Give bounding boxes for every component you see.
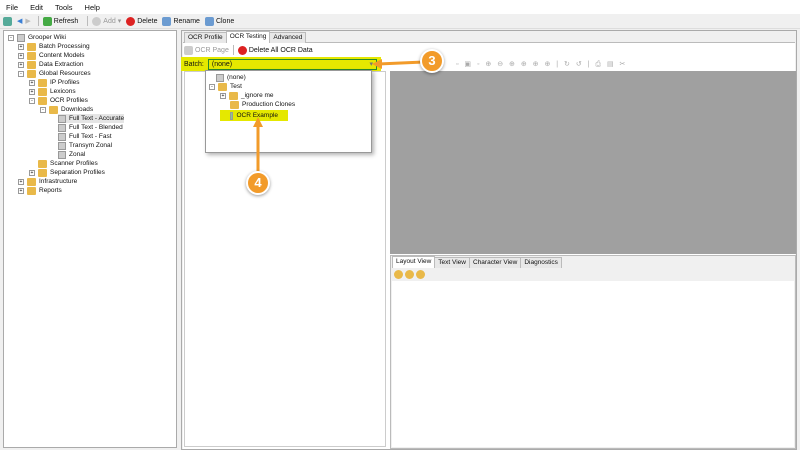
tree-root[interactable]: -Grooper Wiki [8,33,66,42]
dropdown-option-production-clones[interactable]: Production Clones [230,100,295,109]
home-icon[interactable] [3,16,12,26]
back-icon[interactable]: ◀ [17,18,23,25]
tree-item[interactable]: Full Text - Blended [58,123,123,132]
tree-item[interactable]: Scanner Profiles [38,159,98,168]
page-icon [184,45,193,55]
tree-item[interactable]: +IP Profiles [29,78,80,87]
delete-all-ocr-button[interactable]: Delete All OCR Data [237,45,313,55]
view-tab-strip: Layout View Text View Character View Dia… [392,256,562,268]
tree-item[interactable]: +Batch Processing [18,42,90,51]
folder-icon [38,159,47,168]
tab-diagnostics[interactable]: Diagnostics [520,257,562,268]
folder-icon [27,69,36,78]
clone-button[interactable]: Clone [204,16,234,26]
delete-icon [237,45,247,55]
folder-icon [27,51,36,60]
tab-strip: OCR Profile OCR Testing Advanced [184,31,307,43]
callout-3-arrow [377,60,425,66]
folder-icon [38,78,47,87]
batch-row: Batch: (none)▾ [181,57,381,71]
add-button[interactable]: Add ▾ [92,16,121,26]
tree-item[interactable]: +Reports [18,186,62,195]
folder-icon [27,177,36,186]
clone-icon [204,16,214,26]
folder-icon [229,91,238,100]
dropdown-option-ignore-me[interactable]: +_ignore me [220,91,274,100]
dropdown-option-none[interactable]: (none) [216,73,246,82]
batch-dropdown: (none) -Test +_ignore me Production Clon… [205,70,372,153]
folder-icon [38,168,47,177]
image-viewer[interactable] [390,71,796,254]
tree-item[interactable]: +Content Models [18,51,85,60]
folder-icon [38,87,47,96]
callout-4: 4 [246,171,270,195]
tree-item[interactable]: +Separation Profiles [29,168,105,177]
folder-icon [218,82,227,91]
delete-icon [126,16,136,26]
menu-file[interactable]: File [6,2,19,12]
folder-icon [49,105,58,114]
add-icon [92,16,102,26]
folder-icon [27,60,36,69]
tree-item[interactable]: +Lexicons [29,87,76,96]
ocr-profile-icon [58,150,66,159]
tab-ocr-testing[interactable]: OCR Testing [225,31,271,43]
tab-text-view[interactable]: Text View [434,257,470,268]
tree-item[interactable]: Full Text - Fast [58,132,112,141]
menu-edit[interactable]: Edit [30,2,44,12]
node-tree[interactable]: -Grooper Wiki +Batch Processing +Content… [3,30,177,448]
callout-3: 3 [420,49,444,73]
tab-character-view[interactable]: Character View [469,257,522,268]
dropdown-option-test[interactable]: -Test [209,82,242,91]
callout-3-arrowhead [372,59,382,69]
menu-bar: File Edit Tools Help [0,0,800,14]
batch-label: Batch: [184,60,204,68]
folder-icon [27,186,36,195]
folder-icon [38,96,47,105]
ocr-profile-icon [58,123,66,132]
ocr-profile-icon [58,141,66,150]
globe-icon [17,33,25,42]
viewer-toolbar: ▫ ▣ ◦ ⊕ ⊖ ⊕ ⊕ ⊕ ⊕ | ↻ ↺ | ⎙ ▤ ✂ [390,57,796,71]
delete-button[interactable]: Delete [126,16,157,26]
tree-item[interactable]: -OCR Profiles [29,96,88,105]
tree-item[interactable]: Transym Zonal [58,141,112,150]
dropdown-option-ocr-example[interactable]: OCR Example [220,110,288,121]
refresh-button[interactable]: Refresh [42,16,78,26]
tab-ocr-profile[interactable]: OCR Profile [184,32,227,43]
folder-icon [230,100,239,109]
chevron-down-icon: ▾ [369,61,373,68]
zoom-out-icon[interactable] [405,270,414,279]
zoom-icons[interactable]: ▫ ▣ ◦ ⊕ ⊖ ⊕ ⊕ ⊕ ⊕ | ↻ ↺ | ⎙ ▤ ✂ [456,60,628,68]
tab-layout-view[interactable]: Layout View [392,256,436,268]
forward-icon[interactable]: ▶ [25,18,31,25]
zoom-fit-icon[interactable] [416,270,425,279]
zoom-in-icon[interactable] [394,270,403,279]
ocr-profile-icon [58,132,66,141]
ocr-page-button[interactable]: OCR Page [184,45,229,55]
rename-button[interactable]: Rename [162,16,200,26]
menu-tools[interactable]: Tools [55,2,73,12]
menu-help[interactable]: Help [84,2,100,12]
tree-item[interactable]: +Data Extraction [18,60,84,69]
folder-icon [27,42,36,51]
rename-icon [162,16,172,26]
tree-item[interactable]: Zonal [58,150,85,159]
tab-advanced[interactable]: Advanced [269,32,307,43]
tree-item-selected[interactable]: Full Text - Accurate [58,114,125,123]
main-toolbar: ◀ ▶ Refresh Add ▾ Delete Rename Clone [0,14,800,29]
callout-4-arrowhead [253,117,263,127]
tree-item[interactable]: -Downloads [40,105,93,114]
ocr-profile-icon [58,114,66,123]
refresh-icon [42,16,52,26]
tree-item[interactable]: -Global Resources [18,69,91,78]
tree-item[interactable]: +Infrastructure [18,177,78,186]
